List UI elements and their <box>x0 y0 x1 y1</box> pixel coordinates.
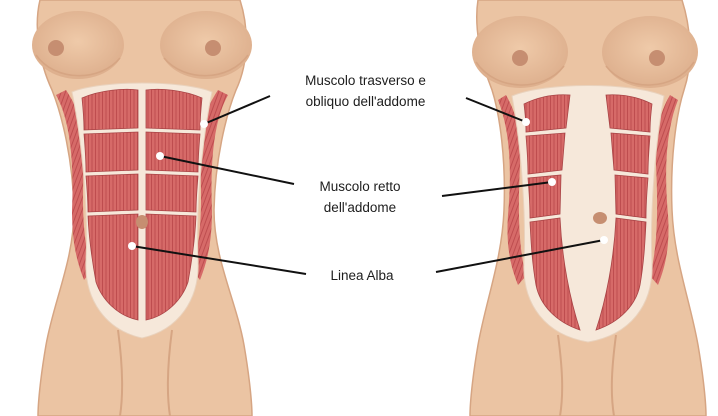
label-linea-alba: Linea Alba <box>312 265 412 286</box>
pointer-dot <box>548 178 556 186</box>
nipple-right <box>649 50 665 66</box>
label-line: Muscolo trasverso e <box>283 70 448 91</box>
pointer-dot <box>128 242 136 250</box>
breast-left <box>32 11 124 79</box>
navel <box>136 215 148 229</box>
pointer-dot <box>200 120 208 128</box>
breast-right <box>602 16 698 88</box>
pointer-dot <box>600 236 608 244</box>
pointer-dot <box>156 152 164 160</box>
figure-normal <box>32 0 252 416</box>
label-line: dell'addome <box>300 197 420 218</box>
nipple-left <box>512 50 528 66</box>
nipple-left <box>48 40 64 56</box>
label-transverse-oblique-muscle: Muscolo trasverso e obliquo dell'addome <box>283 70 448 112</box>
label-line: obliquo dell'addome <box>283 91 448 112</box>
figure-diastasis <box>470 0 706 416</box>
label-line: Muscolo retto <box>300 176 420 197</box>
pointer-dot <box>522 118 530 126</box>
nipple-right <box>205 40 221 56</box>
navel <box>593 212 607 224</box>
label-line: Linea Alba <box>312 265 412 286</box>
label-rectus-muscle: Muscolo retto dell'addome <box>300 176 420 218</box>
